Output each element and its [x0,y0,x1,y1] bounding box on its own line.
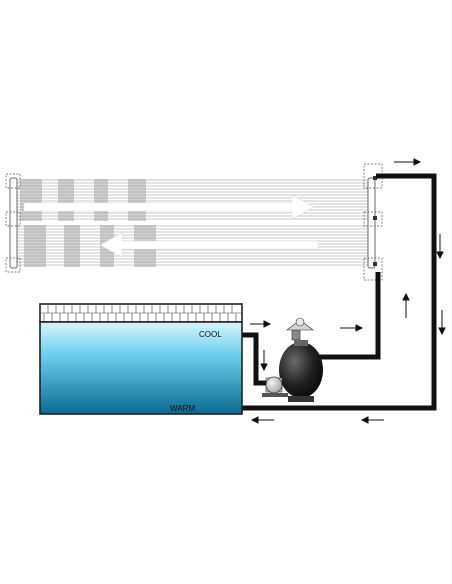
pool: COOL WARM [39,303,243,415]
arrow-right-icon [394,158,422,166]
direction-arrows [250,158,446,424]
arrow-down-icon [260,350,268,372]
arrow-up-icon [402,292,410,318]
solar-panel-upper [14,179,372,221]
solar-supply-pipe [318,272,381,360]
pool-water [39,321,243,415]
cool-label: COOL [199,330,222,339]
arrow-down-icon [438,310,446,336]
warm-label: WARM [170,404,195,413]
flow-arrow-right [23,194,315,220]
arrow-down-icon [436,234,444,260]
sand-filter-icon [279,317,323,402]
arrow-right-icon [250,320,272,328]
panel-headers [9,177,376,269]
arrow-left-icon [250,416,274,424]
connector-clamps [373,176,377,266]
pool-outlet-pipe [238,332,268,386]
arrow-right-icon [340,324,364,332]
arrow-left-icon [360,416,384,424]
panel-upper-bands [20,179,146,221]
flow-arrow-left [99,232,319,258]
pump-icon [262,376,288,397]
pool-tiles [40,304,242,322]
solar-panel-lower [14,225,372,267]
